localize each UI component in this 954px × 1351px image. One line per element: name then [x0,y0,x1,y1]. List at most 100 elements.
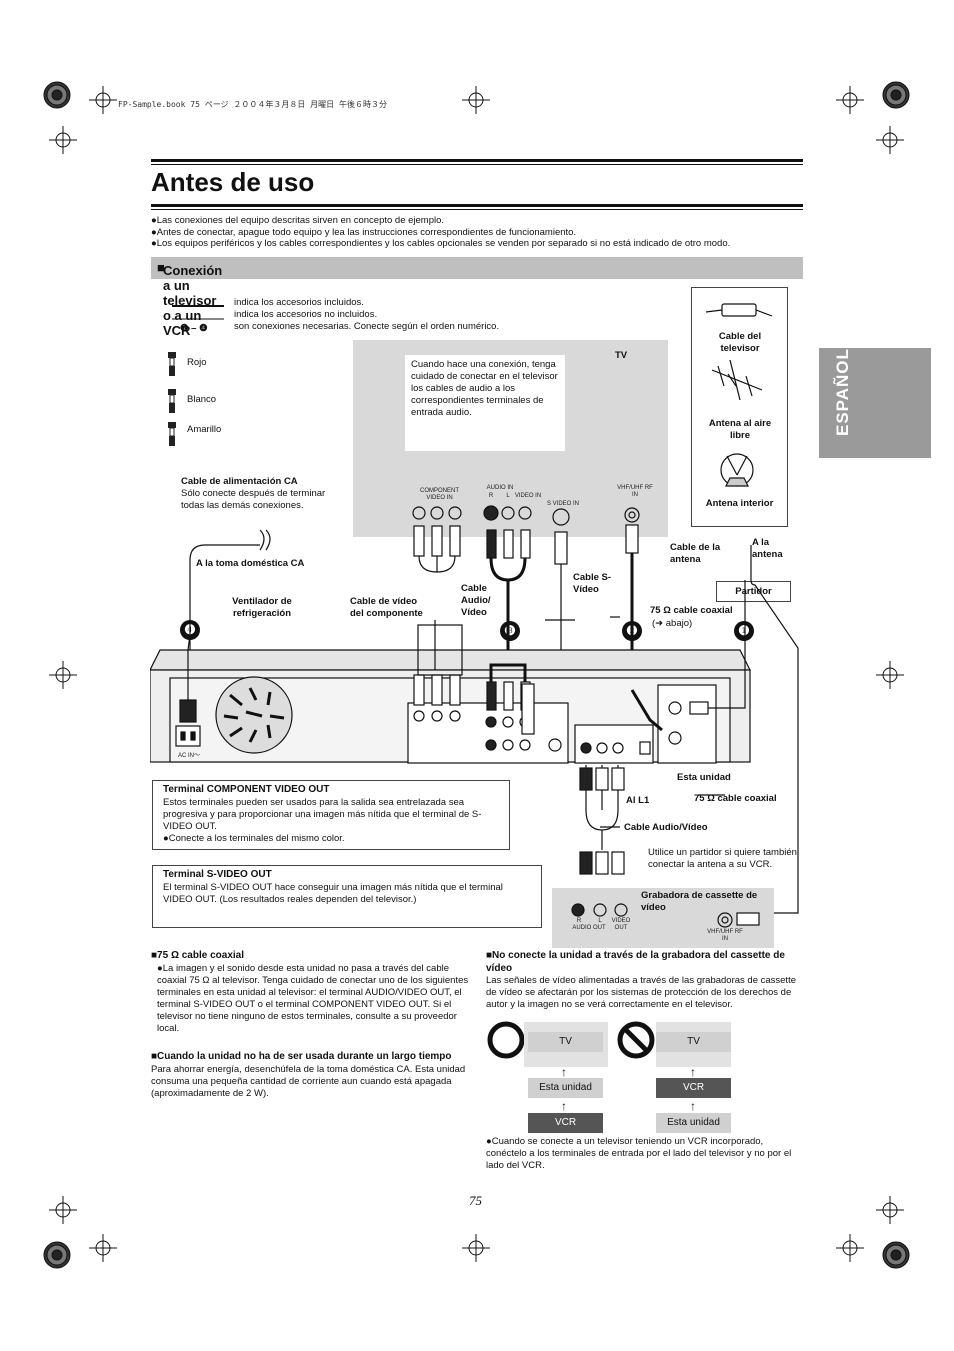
tv-vhf-uhf: VHF/UHF RF IN [617,485,653,498]
coax-section: ■75 Ω cable coaxial ●La imagen y el soni… [151,950,471,1035]
tv-audio-in: AUDIO IN [486,485,514,491]
coax-label-b: 75 Ω cable coaxial [694,793,777,804]
vcr-label: Grabadora de cassette de vídeo [641,890,758,913]
vcr-jacks [571,903,760,928]
legend-not-included: indica los accesorios no incluidos. [234,309,378,320]
tv-svideo-in: S VIDEO IN [546,501,579,507]
ok-unit-box: Esta unidad [528,1078,603,1098]
plug-red-label: Rojo [187,357,207,368]
power-cable-text1: Sólo conecte después de terminar [181,488,326,499]
unused-section: ■Cuando la unidad no ha de ser usada dur… [151,1051,471,1100]
coax-section-text: ●La imagen y el sonido desde esta unidad… [157,962,469,1034]
ng-tv-box: TV [656,1032,731,1052]
intro-bullet: ●Los equipos periféricos y los cables co… [151,238,731,249]
legend-num-range: ❶ – ❹ [180,323,208,334]
ac-in-label: AC IN～ [177,753,200,759]
antenna-cable-label: Cable de la antena [670,542,721,565]
section-title: Conexión a un televisor o a un VCR [163,263,223,338]
vcr-l: L [598,918,602,924]
header-note: FP-Sample.book 75 ページ ２００４年３月８日 月曜日 午後６時… [118,100,387,109]
ok-tv-box: TV [528,1032,603,1052]
ok-arrow-up-icon: ↑ [561,1065,567,1079]
to-antenna-label: A la antena [752,537,783,560]
step-3-marker: ❸ [500,621,520,641]
ok-symbol-icon [487,1021,525,1059]
this-unit-label: Esta unidad [677,772,731,783]
intro-bullet: ●Las conexiones del equipo descritas sir… [151,215,445,226]
power-outlet-label: A la toma doméstica CA [196,558,305,569]
language-tab: ESPAÑOL [819,348,931,458]
ng-arrow-up-icon: ↑ [690,1065,696,1079]
antenna-outdoor: Antena al aire libre [708,418,772,441]
ng-arrow-up-icon: ↑ [690,1099,696,1113]
plug-yellow-label: Amarillo [187,424,222,435]
plug-icons [168,352,176,446]
ng-symbol-icon [617,1021,655,1059]
tv-label: TV [615,350,628,361]
page-number: 75 [469,1193,482,1208]
av-cable-b-label: Cable Audio/Vídeo [624,822,708,833]
top-rule-thin [151,164,803,165]
component-info-title: Terminal COMPONENT VIDEO OUT [163,784,330,795]
ng-vcr-box: VCR [656,1078,731,1098]
antenna-indoor: Antena interior [705,498,774,509]
vcr-r: R [576,918,582,924]
step-1-marker: ❶ [734,621,754,641]
splitter-note: Utilice un partidor si quiere también co… [648,847,797,870]
connection-diagram [150,505,799,914]
power-cable-title: Cable de alimentación CA [181,476,298,487]
tv-r: R [488,493,494,499]
unused-section-text: Para ahorrar energía, desenchúfela de la… [151,1063,466,1099]
tv-video-in: VIDEO IN [514,493,542,499]
splitter-label: Partidor [735,586,772,597]
fan-label: Ventilador de refrigeración [232,596,292,619]
language-tab-label: ESPAÑOL [833,348,852,436]
vcr-section-note: ●Cuando se conecte a un televisor tenien… [486,1136,792,1171]
component-info-box: Terminal COMPONENT VIDEO OUT Estos termi… [152,780,510,850]
tv-l: L [506,493,510,499]
intro-bullet: ●Antes de conectar, apague todo equipo y… [151,226,577,238]
coax-below-label: (➜ abajo) [652,618,693,629]
plug-white-label: Blanco [187,394,217,405]
section-header: ■ Conexión a un televisor o a un VCR [151,257,803,338]
svideo-info-text: El terminal S-VIDEO OUT hace conseguir u… [163,881,503,905]
vcr-rf-in: VHF/UHF RF IN [707,929,743,942]
page-title: Antes de uso [151,167,315,197]
al-l1-label: Al L1 [626,795,650,806]
coax-label: 75 Ω cable coaxial [650,605,733,616]
ok-arrow-up-icon: ↑ [561,1099,567,1113]
top-rule [151,159,803,162]
vcr-section: ■No conecte la unidad a través de la gra… [486,950,804,1011]
ng-unit-box: Esta unidad [656,1113,731,1133]
title-rule [151,204,803,207]
component-info-text: Estos terminales pueden ser usados para … [163,796,482,832]
title-rule-thin [151,209,803,210]
section-title-wrap: ■ Conexión a un televisor o a un VCR [157,260,223,338]
legend-included: indica los accesorios incluidos. [234,297,364,308]
vcr-section-title: ■No conecte la unidad a través de la gra… [486,950,785,974]
vcr-audio-out: AUDIO OUT [572,925,606,931]
vcr-section-text: Las señales de vídeo alimentadas a travé… [486,975,796,1010]
tv-note: Cuando hace una conexión, tenga cuidado … [411,359,558,418]
unused-section-title: ■Cuando la unidad no ha de ser usada dur… [151,1051,452,1062]
intro-bullets: ●Las conexiones del equipo descritas sir… [151,215,811,250]
svideo-cable-label: Cable S-Vídeo [573,572,612,595]
coax-section-title: ■75 Ω cable coaxial [151,950,244,961]
antenna-icons [705,303,773,487]
svideo-info-box: Terminal S-VIDEO OUT El terminal S-VIDEO… [152,865,542,928]
svideo-info-title: Terminal S-VIDEO OUT [163,869,272,880]
antenna-cable-tv: Cable del televisor [718,331,762,354]
component-info-bullet: ●Conecte a los terminales del mismo colo… [163,832,345,844]
av-cable-label: Cable Audio/ Vídeo [461,583,491,618]
tv-note-box: Cuando hace una conexión, tenga cuidado … [405,355,565,451]
vcr-video-out: VIDEO OUT [611,918,631,931]
ok-vcr-box: VCR [528,1113,603,1133]
splitter-box: Partidor [716,581,791,602]
tv-component-in: COMPONENT VIDEO IN [420,488,459,501]
antenna-box [691,287,788,527]
component-cable-label: Cable de vídeo del componente [350,596,423,619]
legend-numbered: son conexiones necesarias. Conecte según… [234,321,500,332]
legend-lines [172,305,224,320]
power-cable-text2: todas las demás conexiones. [181,500,304,511]
